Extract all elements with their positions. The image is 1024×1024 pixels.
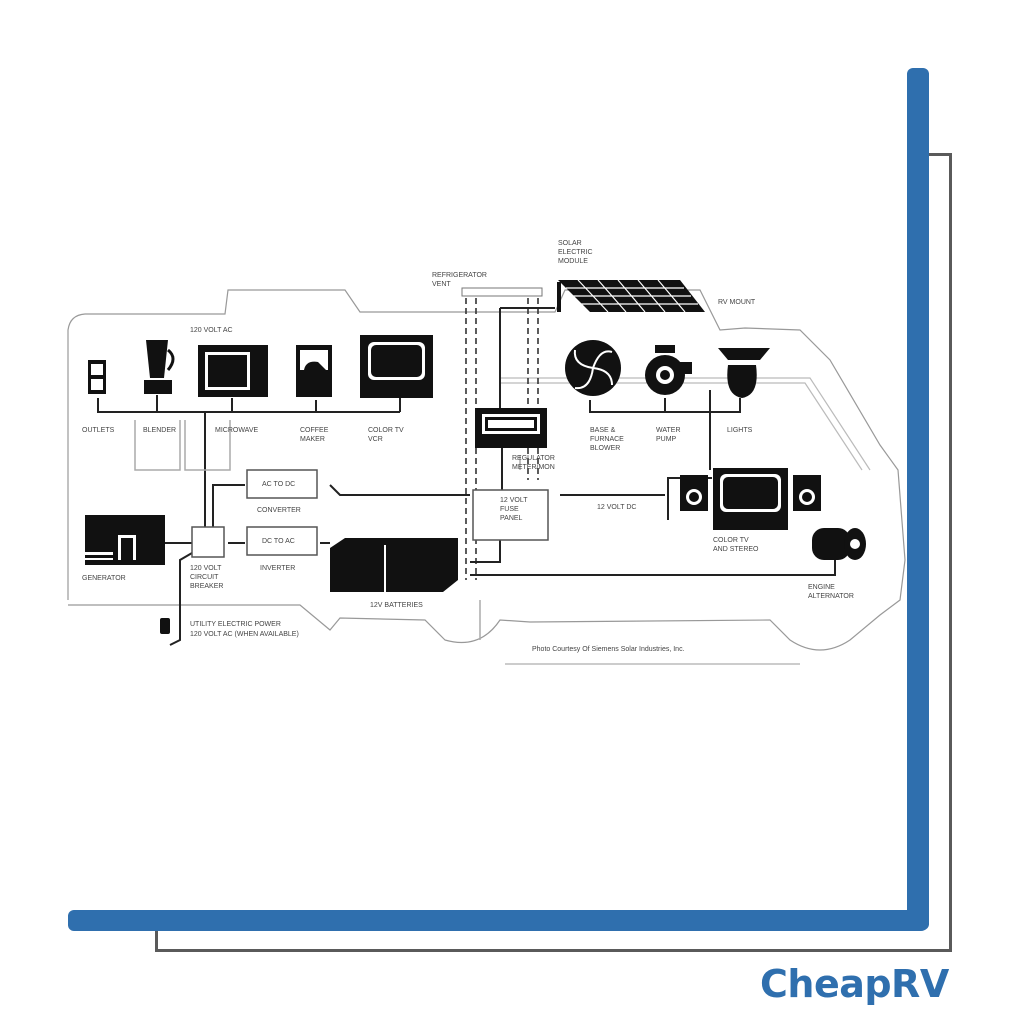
rv-windshield-line xyxy=(500,377,871,471)
coffee-maker-icon xyxy=(296,345,332,397)
label-credit: Photo Courtesy Of Siemens Solar Industri… xyxy=(532,646,685,653)
tv-stereo-icon xyxy=(713,468,788,530)
label-inverter: INVERTER xyxy=(260,565,295,572)
color-tv-vcr-icon xyxy=(360,335,433,398)
refrigerator-vent xyxy=(461,287,543,297)
label-blower-1: BASE & xyxy=(590,427,616,434)
label-blower-2: FURNACE xyxy=(590,436,624,443)
label-blender: BLENDER xyxy=(143,427,176,434)
label-dc-to-ac: DC TO AC xyxy=(262,538,295,545)
fuse-panel-box xyxy=(472,489,549,541)
label-utility-2: 120 VOLT AC (WHEN AVAILABLE) xyxy=(190,631,299,638)
label-generator: GENERATOR xyxy=(82,575,126,582)
label-pump-1: WATER xyxy=(656,427,681,434)
blue-frame-right xyxy=(907,68,929,930)
microwave-icon xyxy=(198,345,268,397)
label-lights: LIGHTS xyxy=(727,427,753,434)
label-regulator-2: METER/MON xyxy=(512,464,555,471)
label-coffee-maker-2: MAKER xyxy=(300,436,325,443)
label-color-tv-1: COLOR TV xyxy=(368,427,404,434)
solar-panel-icon xyxy=(557,279,705,313)
diagram-labels: 120 VOLT AC OUTLETS BLENDER MICROWAVE CO… xyxy=(82,240,854,653)
label-alternator-2: ALTERNATOR xyxy=(808,593,854,600)
rv-outline xyxy=(67,289,906,651)
label-tv-stereo-2: AND STEREO xyxy=(713,546,759,553)
dc-to-ac-inverter-box xyxy=(246,526,318,556)
lamp-icon xyxy=(718,348,770,398)
label-solar-3: MODULE xyxy=(558,258,588,265)
label-utility-1: UTILITY ELECTRIC POWER xyxy=(190,621,281,628)
cheaprv-logo: CheapRV xyxy=(760,962,949,1006)
label-breaker-1: 120 VOLT xyxy=(190,565,222,572)
label-converter: CONVERTER xyxy=(257,507,301,514)
circuit-breaker-box xyxy=(191,526,225,558)
label-pump-2: PUMP xyxy=(656,436,677,443)
blue-frame-bottom xyxy=(68,910,929,931)
batteries-icon xyxy=(330,538,458,592)
blower-icon xyxy=(565,340,621,396)
label-solar-1: SOLAR xyxy=(558,240,582,247)
label-breaker-3: BREAKER xyxy=(190,583,223,590)
label-tv-stereo-1: COLOR TV xyxy=(713,537,749,544)
label-alternator-1: ENGINE xyxy=(808,584,835,591)
label-outlets: OUTLETS xyxy=(82,427,115,434)
regulator-meter-icon xyxy=(475,408,547,448)
ac-to-dc-converter-box xyxy=(246,469,318,499)
label-12v-dc: 12 VOLT DC xyxy=(597,504,636,511)
label-microwave: MICROWAVE xyxy=(215,427,258,434)
speaker-left-icon xyxy=(680,475,708,511)
label-blower-3: BLOWER xyxy=(590,445,620,452)
label-breaker-2: CIRCUIT xyxy=(190,574,219,581)
gray-frame-left-edge xyxy=(155,930,158,952)
label-batteries: 12V BATTERIES xyxy=(370,602,423,609)
plug-icon xyxy=(160,618,170,634)
water-pump-icon xyxy=(645,345,692,395)
label-fuse-3: PANEL xyxy=(500,515,523,522)
label-regulator-1: REGULATOR xyxy=(512,455,555,462)
gray-frame-top-edge xyxy=(928,153,952,156)
label-ac-to-dc: AC TO DC xyxy=(262,481,295,488)
label-fuse-1: 12 VOLT xyxy=(500,497,528,504)
alternator-icon xyxy=(812,528,866,560)
thin-wiring xyxy=(134,420,521,640)
label-solar-2: ELECTRIC xyxy=(558,249,593,256)
label-rv-mount: RV MOUNT xyxy=(718,299,756,306)
label-color-tv-2: VCR xyxy=(368,436,383,443)
generator-icon xyxy=(85,515,165,565)
label-coffee-maker-1: COFFEE xyxy=(300,427,329,434)
gray-offset-frame xyxy=(155,153,952,952)
label-vent-2: VENT xyxy=(432,281,451,288)
outlets-icon xyxy=(88,360,106,394)
label-vent-1: REFRIGERATOR xyxy=(432,272,487,279)
speaker-right-icon xyxy=(793,475,821,511)
label-fuse-2: FUSE xyxy=(500,506,519,513)
label-120v-ac: 120 VOLT AC xyxy=(190,327,233,334)
wiring xyxy=(97,307,836,646)
blender-icon xyxy=(144,340,175,394)
